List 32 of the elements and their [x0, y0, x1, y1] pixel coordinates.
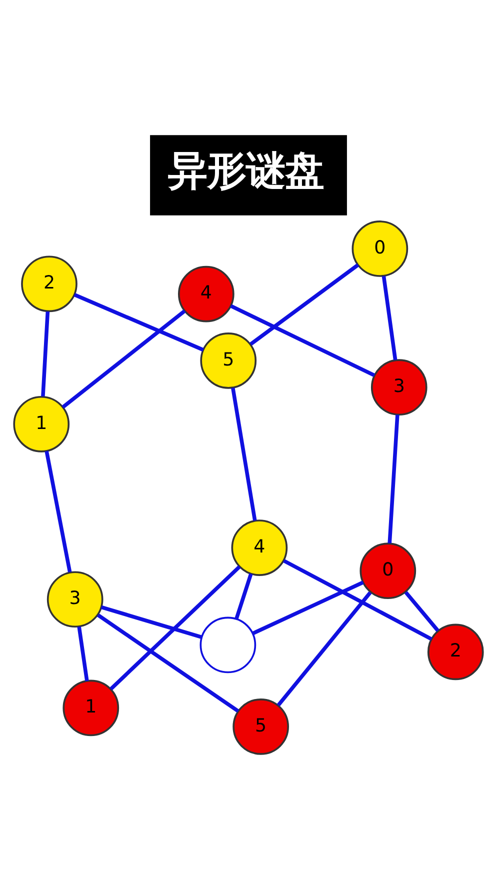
node-circle: 1: [13, 396, 70, 452]
node-circle: 3: [370, 359, 428, 416]
node-circle: 2: [427, 624, 484, 680]
connector: [44, 450, 72, 572]
connector: [234, 573, 253, 620]
connector: [110, 565, 241, 690]
connector: [252, 580, 364, 636]
connector: [404, 591, 440, 632]
connector: [388, 414, 400, 544]
node-circle: 5: [232, 698, 289, 755]
connector: [74, 293, 204, 352]
node-circle: 0: [360, 542, 416, 600]
connector: [382, 276, 398, 360]
connector: [231, 388, 257, 521]
node-circle: 4: [231, 520, 288, 576]
node-circle: 0: [352, 220, 408, 277]
node-circle: 5: [200, 332, 257, 389]
connector: [62, 310, 186, 409]
node-circle: [200, 616, 256, 674]
connector: [250, 263, 360, 346]
connector: [100, 605, 202, 639]
connector: [276, 591, 372, 706]
diagram-title: 异形谜盘: [168, 148, 324, 194]
connector: [41, 311, 50, 397]
node-circle: 4: [178, 266, 234, 322]
node-circle: 3: [46, 571, 104, 628]
node-circle: 1: [62, 680, 120, 736]
connector: [77, 626, 89, 682]
node-circle: 2: [21, 256, 78, 312]
connector: [96, 614, 240, 713]
connector: [282, 559, 432, 641]
connector: [230, 304, 376, 378]
